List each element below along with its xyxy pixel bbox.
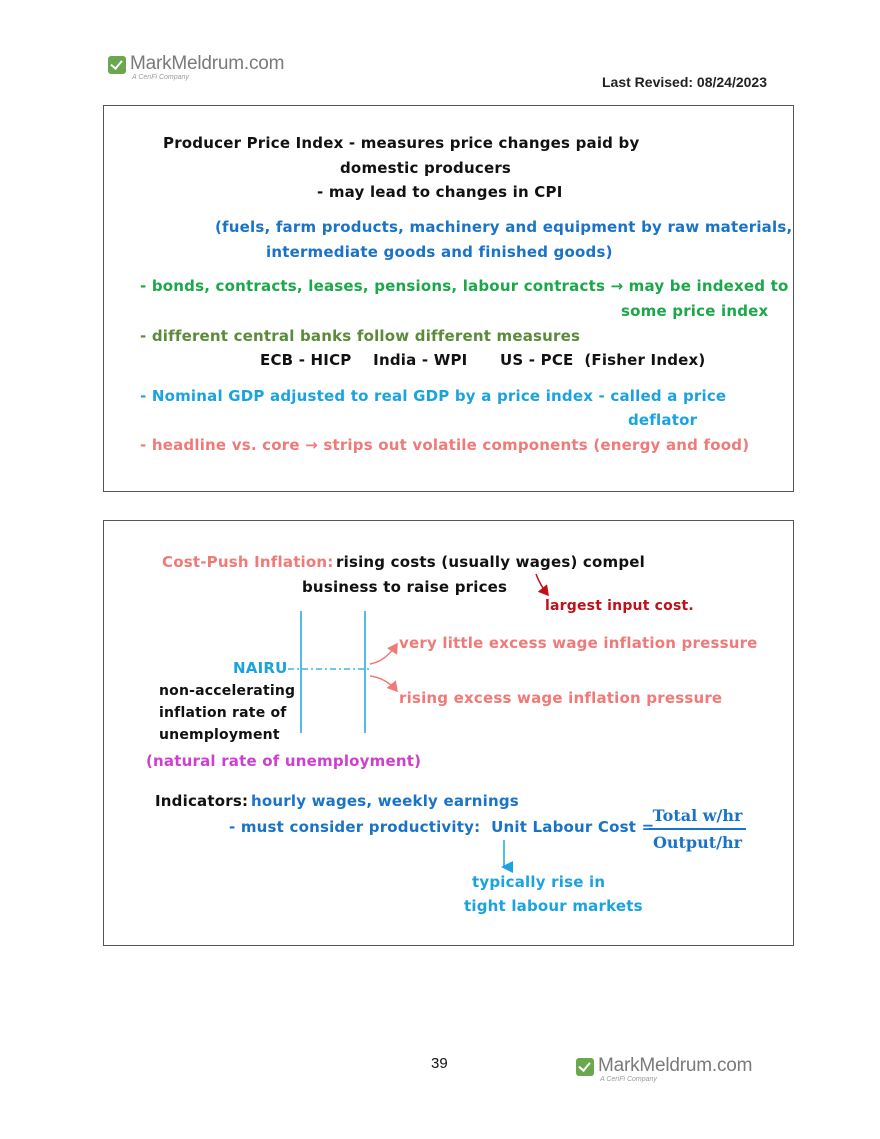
nominal-line1: - Nominal GDP adjusted to real GDP by a … [140, 387, 727, 405]
indicators-text: hourly wages, weekly earnings [251, 792, 519, 810]
page-number: 39 [431, 1055, 448, 1072]
arrow-up-curve [369, 642, 398, 665]
headline-line: - headline vs. core → strips out volatil… [140, 436, 750, 454]
footer-logo-name: MarkMeldrum.com [598, 1055, 753, 1076]
indicators-label: Indicators: [155, 792, 249, 810]
footer-logo-tagline: A CeriFi Company [600, 1076, 657, 1083]
cost-push-text: rising costs (usually wages) compel [336, 553, 646, 571]
nairu-diagram [288, 573, 549, 873]
last-revised: Last Revised: 08/24/2023 [602, 74, 767, 90]
central-banks-line: - different central banks follow differe… [140, 327, 581, 345]
slide-ppi: Producer Price Index - measures price ch… [103, 105, 794, 492]
very-little-pressure: very little excess wage inflation pressu… [399, 634, 758, 652]
footer-logo: MarkMeldrum.com A CeriFi Company [576, 1055, 753, 1084]
typically-rise-line2: tight labour markets [464, 897, 643, 915]
ppi-line1: Producer Price Index - measures price ch… [163, 134, 640, 152]
productivity-line: - must consider productivity: Unit Labou… [229, 818, 655, 836]
largest-input-note: largest input cost. [545, 598, 694, 614]
arrow-down-curve [369, 675, 398, 693]
nominal-line2: deflator [628, 411, 698, 429]
nairu-label: NAIRU [233, 659, 288, 677]
checkmark-icon [576, 1058, 594, 1076]
fraction-bar [649, 828, 746, 830]
fraction-numerator: Total w/hr [652, 806, 743, 825]
ppi-paren2: intermediate goods and finished goods) [266, 243, 613, 261]
nairu-def2: inflation rate of [159, 705, 287, 721]
bonds-line1: - bonds, contracts, leases, pensions, la… [140, 277, 789, 295]
ppi-line2: domestic producers [340, 159, 512, 177]
nairu-def3: unemployment [159, 727, 280, 743]
checkmark-icon [108, 56, 126, 74]
ppi-line3: - may lead to changes in CPI [317, 183, 563, 201]
rising-excess-pressure: rising excess wage inflation pressure [399, 689, 723, 707]
natural-rate-label: (natural rate of unemployment) [146, 752, 422, 770]
cost-push-text2: business to raise prices [302, 578, 508, 596]
bonds-line2: some price index [621, 302, 769, 320]
unit-labour-cost-fraction: Total w/hr Output/hr [649, 806, 746, 852]
nairu-def1: non-accelerating [159, 683, 296, 699]
ppi-paren1: (fuels, farm products, machinery and equ… [215, 218, 793, 236]
measures-line: ECB - HICP India - WPI US - PCE (Fisher … [260, 351, 706, 369]
header-logo: MarkMeldrum.com A CeriFi Company [108, 53, 285, 82]
cost-push-label: Cost-Push Inflation: [162, 553, 334, 571]
slide-cost-push: Cost-Push Inflation: rising costs (usual… [103, 520, 794, 946]
typically-rise-line1: typically rise in [472, 873, 606, 891]
logo-tagline: A CeriFi Company [132, 74, 189, 81]
fraction-denominator: Output/hr [652, 832, 743, 852]
arrow-to-largest-cost [535, 573, 549, 597]
logo-name: MarkMeldrum.com [130, 53, 285, 74]
